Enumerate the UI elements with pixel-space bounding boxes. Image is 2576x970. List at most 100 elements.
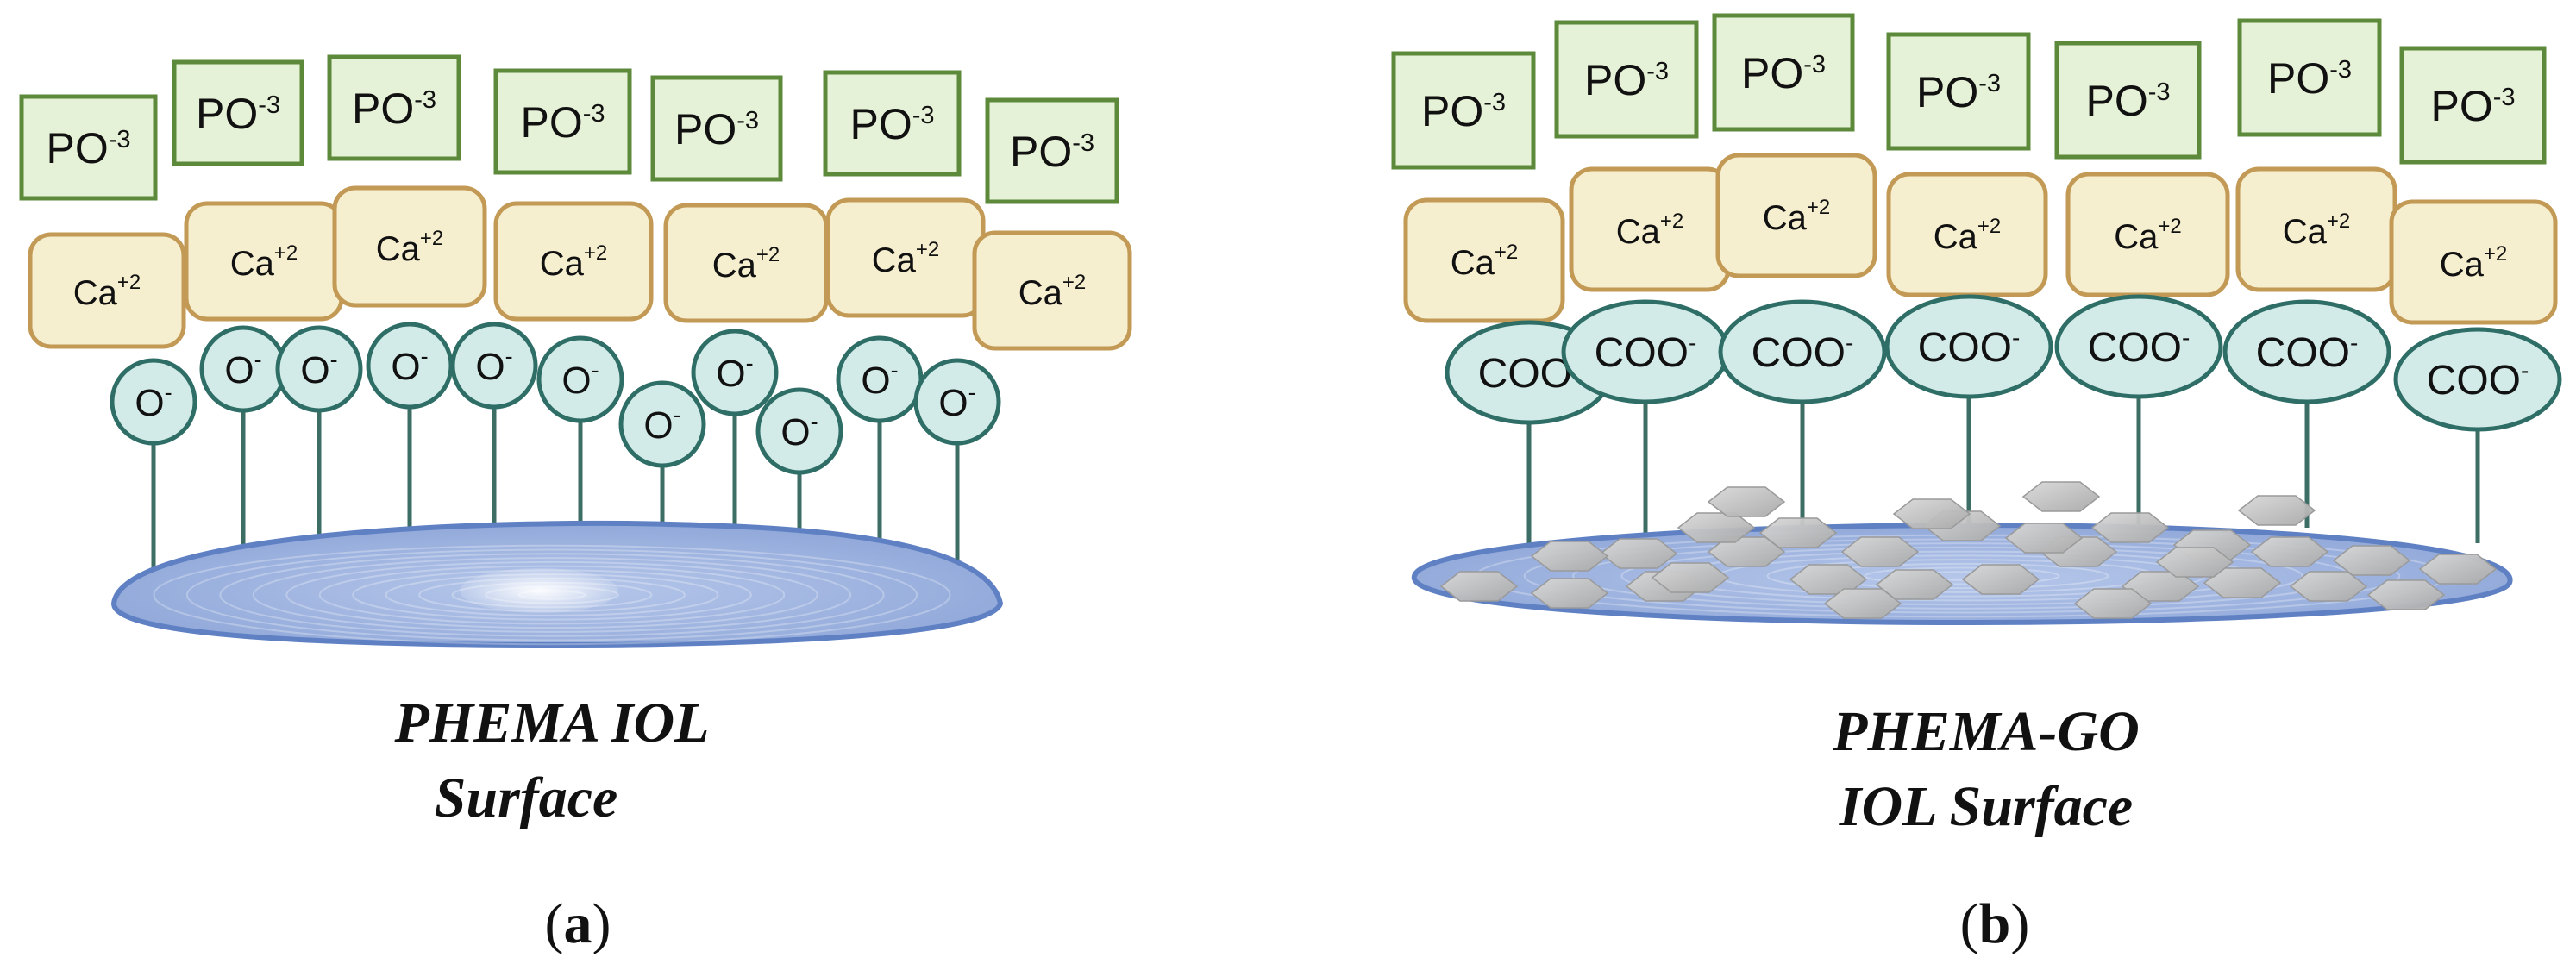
anion-label: O- bbox=[300, 347, 337, 391]
calcium-box: Ca+2 bbox=[2235, 166, 2397, 292]
calcium-label: Ca+2 bbox=[712, 243, 780, 285]
graphene-oxide-flake bbox=[1961, 564, 2040, 595]
anion-label: COO- bbox=[2427, 357, 2529, 404]
anion-label: O- bbox=[224, 347, 261, 391]
anion-label: COO- bbox=[1918, 324, 2021, 371]
graphene-oxide-flake bbox=[1599, 538, 1678, 569]
graphene-oxide-flake bbox=[2332, 545, 2411, 576]
graphene-oxide-flake bbox=[1789, 564, 1868, 595]
oxide-anion: O- bbox=[199, 325, 287, 413]
oxide-anion: O- bbox=[836, 335, 924, 423]
graphene-oxide-flake bbox=[2289, 571, 2368, 602]
oxide-anions: O-O-O-O-O-O-O-O-O-O-O- bbox=[110, 322, 1001, 475]
anion-label: COO- bbox=[2256, 329, 2359, 376]
graphene-oxide-flake bbox=[2237, 495, 2316, 526]
phosphate-label: PO-3 bbox=[46, 124, 130, 172]
graphene-oxide-flakes bbox=[1439, 481, 2498, 619]
phosphate-label: PO-3 bbox=[196, 90, 280, 138]
calcium-box: Ca+2 bbox=[28, 232, 186, 349]
panel-label-a: (a) bbox=[545, 892, 611, 955]
phosphate-label: PO-3 bbox=[2085, 77, 2170, 125]
carboxylate-anion: COO- bbox=[2393, 327, 2562, 432]
phosphate-box: PO-3 bbox=[2237, 18, 2382, 137]
phosphate-box: PO-3 bbox=[1886, 32, 2031, 151]
calcium-box: Ca+2 bbox=[332, 185, 487, 308]
phosphate-label: PO-3 bbox=[1741, 49, 1826, 97]
phosphate-box: PO-3 bbox=[19, 94, 158, 201]
anion-label: O- bbox=[780, 409, 818, 454]
calcium-label: Ca+2 bbox=[376, 227, 444, 268]
phosphate-box: PO-3 bbox=[1391, 51, 1536, 170]
graphene-oxide-flake bbox=[2004, 523, 2084, 554]
phosphate-box: PO-3 bbox=[172, 59, 304, 166]
graphene-oxide-flake bbox=[2155, 547, 2234, 578]
anion-label: COO- bbox=[2088, 324, 2191, 371]
graphene-oxide-flake bbox=[1892, 498, 1971, 529]
anion-label: COO- bbox=[1752, 329, 1854, 376]
calcium-box: Ca+2 bbox=[825, 197, 986, 318]
calcium-box: Ca+2 bbox=[493, 201, 654, 322]
oxide-anion: O- bbox=[691, 329, 779, 416]
phosphate-label: PO-3 bbox=[1584, 56, 1669, 104]
anion-label: O- bbox=[716, 350, 753, 395]
graphene-oxide-flake bbox=[1823, 588, 1902, 619]
calcium-label: Ca+2 bbox=[1616, 210, 1684, 251]
graphene-oxide-flake bbox=[1758, 517, 1838, 548]
anion-label: O- bbox=[861, 357, 898, 402]
lens-ring bbox=[185, 548, 918, 641]
calcium-box: Ca+2 bbox=[1403, 197, 1565, 323]
oxide-anion: O- bbox=[110, 358, 197, 446]
oxide-anion: O- bbox=[755, 387, 843, 475]
anion-label: O- bbox=[135, 379, 172, 424]
phosphate-label: PO-3 bbox=[2267, 54, 2352, 103]
lens-ring bbox=[318, 565, 786, 625]
phosphate-box: PO-3 bbox=[1712, 13, 1855, 132]
anion-label: O- bbox=[938, 379, 975, 424]
graphene-oxide-flake bbox=[2090, 512, 2170, 543]
panel-label-b: (b) bbox=[1960, 892, 2030, 955]
calcium-label: Ca+2 bbox=[872, 238, 940, 279]
graphene-oxide-flake bbox=[2250, 536, 2329, 567]
calcium-label: Ca+2 bbox=[2440, 242, 2508, 284]
phosphate-box: PO-3 bbox=[650, 75, 783, 182]
anion-label: O- bbox=[561, 357, 599, 402]
phosphate-box: PO-3 bbox=[493, 68, 632, 175]
carboxylate-anion: COO- bbox=[1884, 294, 2053, 399]
oxide-anion: O- bbox=[450, 322, 538, 410]
anion-label: O- bbox=[391, 343, 428, 388]
carboxylate-anion: COO- bbox=[1561, 299, 1730, 404]
calcium-box: Ca+2 bbox=[972, 230, 1132, 351]
lens-ring bbox=[285, 560, 818, 629]
phosphate-label: PO-3 bbox=[674, 105, 759, 153]
oxide-anion: O- bbox=[366, 322, 454, 410]
calcium-label: Ca+2 bbox=[2114, 215, 2182, 256]
phosphate-label: PO-3 bbox=[1916, 68, 2001, 116]
phosphate-label: PO-3 bbox=[2430, 82, 2515, 130]
lens-ring bbox=[252, 557, 852, 633]
carboxylate-anions: COO-COO-COO-COO-COO-COO-COO- bbox=[1445, 294, 2562, 432]
calcium-label: Ca+2 bbox=[1934, 215, 2002, 256]
phosphate-label: PO-3 bbox=[352, 84, 436, 133]
lens-ring bbox=[219, 553, 885, 637]
phosphate-box: PO-3 bbox=[985, 97, 1119, 204]
phosphate-label: PO-3 bbox=[520, 98, 605, 147]
calcium-box: Ca+2 bbox=[1569, 166, 1731, 292]
lens-ring bbox=[153, 544, 951, 646]
phema-iol-lens bbox=[110, 520, 1004, 648]
calcium-label: Ca+2 bbox=[540, 241, 608, 283]
calcium-box: Ca+2 bbox=[1886, 172, 2048, 297]
oxide-anion: O- bbox=[913, 358, 1001, 446]
graphene-oxide-flake bbox=[1439, 571, 1519, 602]
phosphate-box: PO-3 bbox=[2054, 41, 2202, 160]
graphene-oxide-flake bbox=[1530, 541, 1609, 572]
graphene-oxide-flake bbox=[2021, 481, 2101, 512]
oxide-anion: O- bbox=[275, 325, 363, 413]
calcium-label: Ca+2 bbox=[73, 271, 141, 312]
calcium-label: Ca+2 bbox=[1451, 241, 1519, 282]
